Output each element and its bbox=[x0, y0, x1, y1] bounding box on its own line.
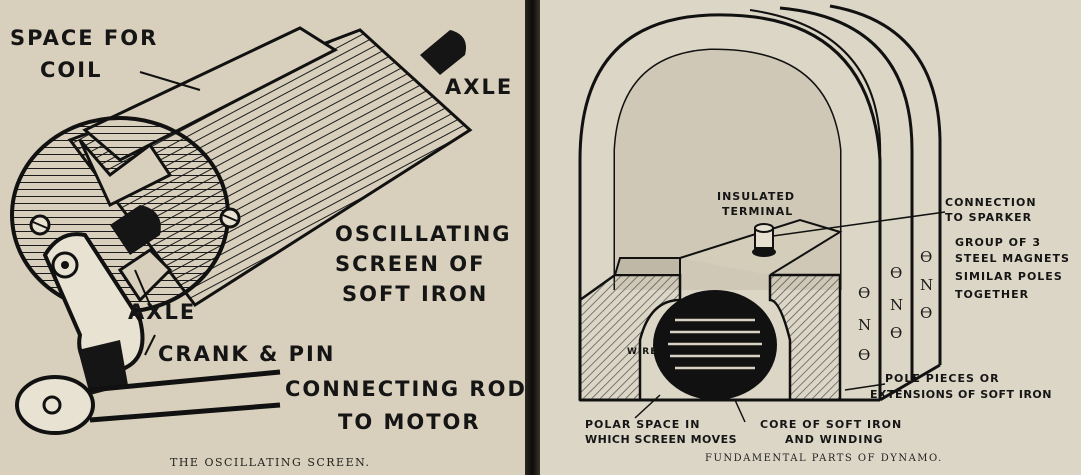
svg-text:ϴ: ϴ bbox=[920, 304, 932, 322]
label-coil: COIL bbox=[40, 58, 103, 82]
label-insulated: INSULATED bbox=[717, 190, 795, 203]
svg-text:ϴ: ϴ bbox=[890, 264, 902, 282]
svg-text:Ν: Ν bbox=[858, 316, 871, 334]
label-connecting-rod: CONNECTING ROD bbox=[285, 377, 525, 401]
svg-text:ϴ: ϴ bbox=[890, 324, 902, 342]
page-gutter bbox=[525, 0, 540, 475]
svg-text:Ν: Ν bbox=[920, 276, 933, 294]
label-to-motor: TO MOTOR bbox=[338, 410, 481, 434]
caption-dynamo-parts: FUNDAMENTAL PARTS OF DYNAMO. bbox=[705, 453, 943, 464]
label-soft-iron: SOFT IRON bbox=[342, 282, 489, 306]
svg-text:ϴ: ϴ bbox=[858, 284, 870, 302]
label-screen-of: SCREEN OF bbox=[335, 252, 486, 276]
label-space-for: SPACE FOR bbox=[10, 26, 159, 50]
label-similar-poles: SIMILAR POLES bbox=[955, 270, 1063, 283]
label-group-of-3: GROUP OF 3 bbox=[955, 236, 1042, 249]
label-steel-magnets: STEEL MAGNETS bbox=[955, 252, 1070, 265]
label-to-sparker: TO SPARKER bbox=[945, 211, 1033, 224]
label-screen-moves: WHICH SCREEN MOVES bbox=[585, 433, 738, 446]
label-wire: WIRE bbox=[627, 347, 658, 357]
svg-text:ϴ: ϴ bbox=[858, 346, 870, 364]
label-core-soft-iron: CORE OF SOFT IRON bbox=[760, 418, 903, 431]
svg-text:ϴ: ϴ bbox=[920, 248, 932, 266]
label-crank-pin: CRANK & PIN bbox=[158, 342, 336, 366]
label-connection: CONNECTION bbox=[945, 196, 1037, 209]
label-terminal: TERMINAL bbox=[722, 205, 794, 218]
svg-text:Ν: Ν bbox=[890, 296, 903, 314]
label-axle-top: AXLE bbox=[445, 75, 514, 99]
label-polar-space: POLAR SPACE IN bbox=[585, 418, 701, 431]
label-axle-lower: AXLE bbox=[128, 300, 197, 324]
oscillating-screen-illustration bbox=[10, 26, 473, 435]
label-together: TOGETHER bbox=[955, 288, 1030, 301]
caption-oscillating-screen: THE OSCILLATING SCREEN. bbox=[170, 456, 371, 469]
label-oscillating: OSCILLATING bbox=[335, 222, 512, 246]
label-pole-pieces: POLE PIECES OR bbox=[885, 372, 1000, 385]
label-and-winding: AND WINDING bbox=[785, 433, 884, 446]
dynamo-parts-illustration: ϴΝϴ ϴΝϴ ϴΝϴ bbox=[578, 4, 946, 423]
left-figure-panel: SPACE FOR COIL AXLE OSCILLATING SCREEN O… bbox=[0, 0, 525, 475]
label-extensions-soft-iron: EXTENSIONS OF SOFT IRON bbox=[870, 388, 1052, 401]
